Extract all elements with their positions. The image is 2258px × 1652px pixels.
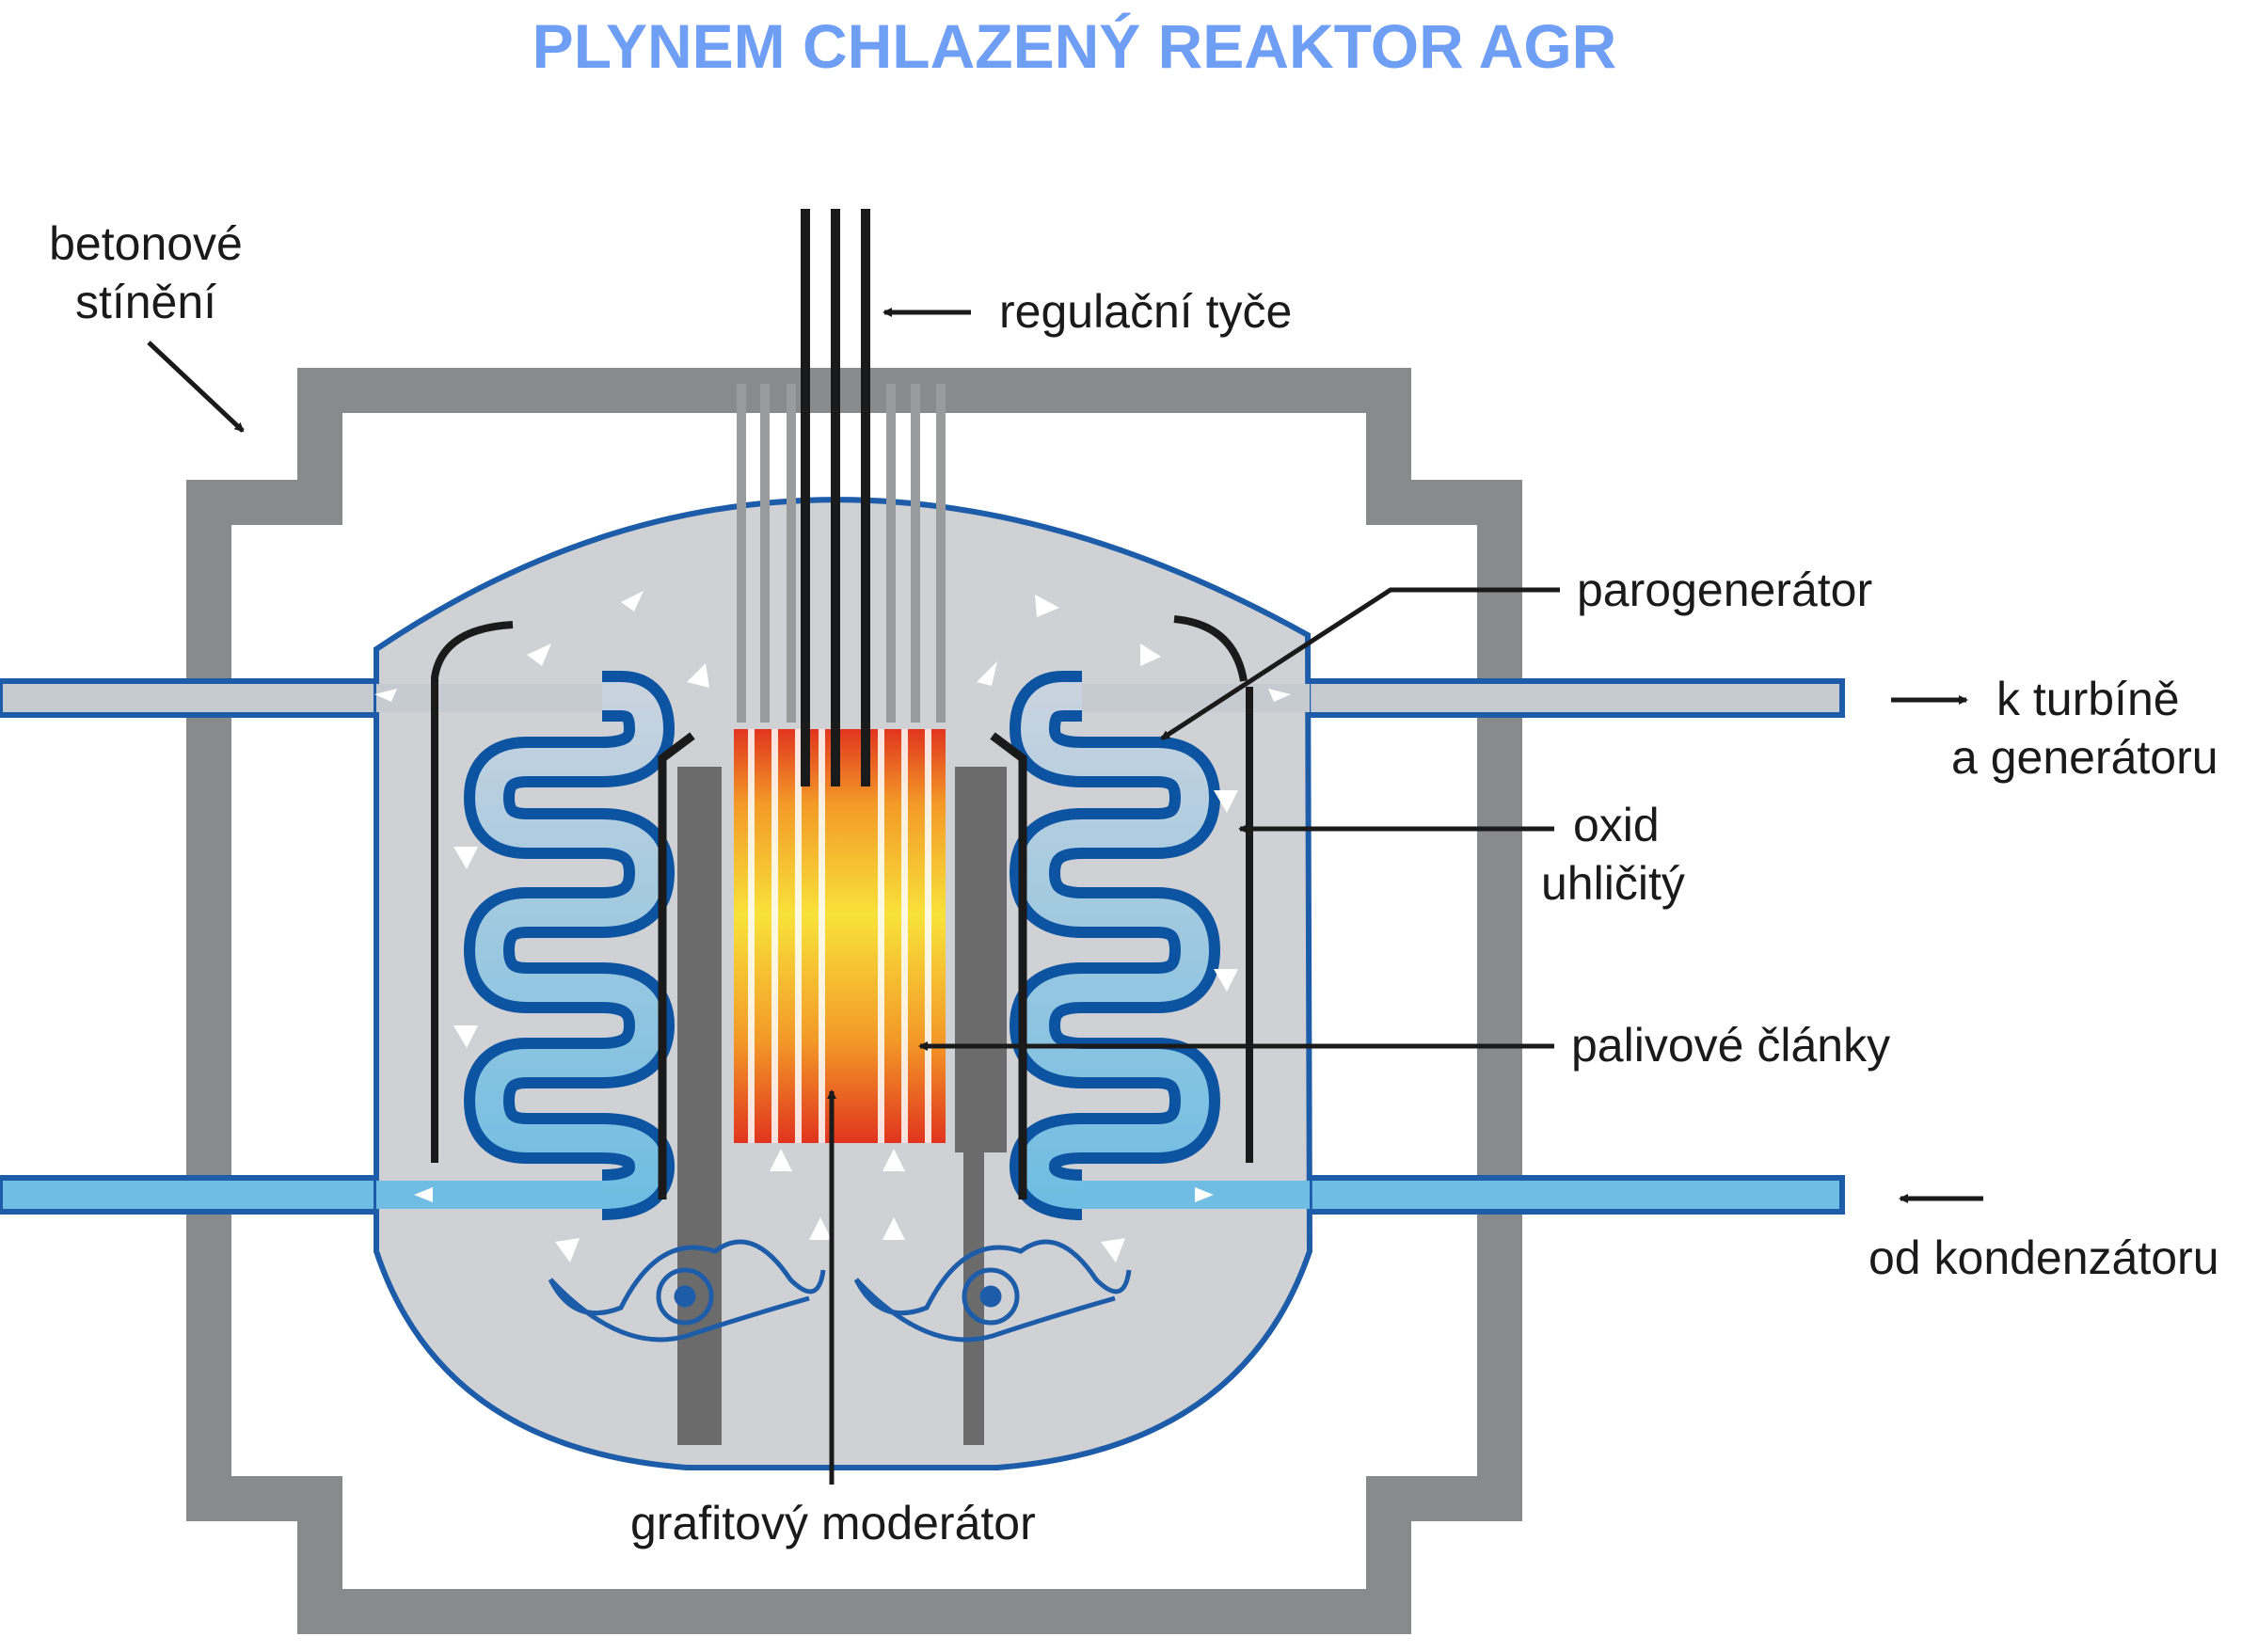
label-arrows: [147, 308, 1560, 1485]
label-to-turbine-line2: a generátoru: [1951, 731, 2218, 784]
feed-pipe-inner: [376, 1181, 602, 1209]
fan-icon: [548, 1239, 826, 1342]
baffle-right-top: [1173, 615, 1248, 682]
fuel-core: [734, 729, 946, 1143]
baffle-left: [431, 621, 514, 1163]
graphite-moderator: [677, 767, 1007, 1445]
diagram-title: PLYNEM CHLAZENÝ REAKTOR AGR: [533, 11, 1617, 81]
concrete-shield: [186, 368, 1522, 1634]
core-wall-right: [990, 732, 1027, 1199]
control-rod-guides: [737, 384, 946, 723]
label-fuel: palivové články: [1571, 1019, 1890, 1072]
fan-icon: [853, 1239, 1132, 1342]
label-co2-line1: oxid: [1573, 799, 1660, 851]
feed-pipe-inner-right: [1054, 1181, 1310, 1209]
label-steam-generator: parogenerátor: [1577, 564, 1872, 616]
flow-arrow-icon: [374, 591, 1291, 1263]
label-to-turbine-line1: k turbíně: [1996, 673, 2180, 725]
label-co2-line2: uhličitý: [1541, 857, 1685, 910]
steam-pipe-inner: [376, 684, 602, 712]
control-rods: [801, 209, 870, 786]
core-wall-left: [658, 732, 695, 1199]
label-moderator: grafitový moderátor: [630, 1497, 1036, 1549]
label-from-condenser: od kondenzátoru: [1868, 1231, 2219, 1284]
label-control-rods: regulační tyče: [999, 285, 1292, 338]
steam-pipe-inner-right: [1054, 684, 1310, 712]
steam-generator-right: [1010, 671, 1220, 1220]
steam-generator-left: [464, 671, 675, 1220]
label-concrete-line2: stínění: [75, 276, 216, 328]
label-concrete-line1: betonové: [49, 217, 243, 270]
